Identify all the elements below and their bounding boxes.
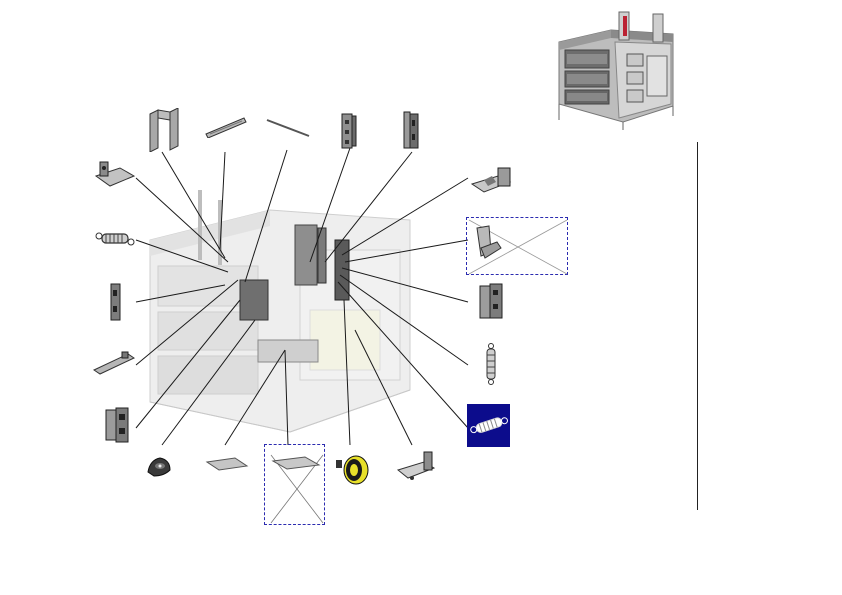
- mount-plate-left[interactable]: [94, 160, 136, 190]
- spring-icon: [486, 343, 496, 385]
- roller-icon: [336, 455, 369, 485]
- spring-selected[interactable]: [467, 404, 510, 447]
- cabinet-thumbnail[interactable]: [553, 8, 681, 133]
- placeholder-cross-icon: [468, 219, 568, 275]
- placeholder-cross-icon: [270, 454, 324, 524]
- hinge-bracket-b[interactable]: [402, 110, 420, 150]
- rod-icon: [266, 119, 310, 137]
- cam-knob[interactable]: [146, 456, 172, 478]
- bracket-placeholder-right[interactable]: [466, 217, 568, 275]
- hinge-icon: [105, 407, 129, 443]
- hinge-icon: [403, 111, 419, 149]
- plate-placeholder[interactable]: [264, 444, 325, 525]
- rail-short[interactable]: [204, 116, 248, 138]
- rod-thin[interactable]: [265, 118, 311, 138]
- spring-icon: [470, 417, 508, 434]
- cabinet-thumbnail-icon: [553, 8, 681, 133]
- hinge-icon: [341, 113, 357, 149]
- spring-right[interactable]: [484, 343, 498, 385]
- corner-bracket-right[interactable]: [470, 166, 514, 196]
- plate-icon: [94, 161, 136, 187]
- clip-icon: [110, 283, 121, 321]
- bracket-icon: [396, 451, 436, 480]
- hinge-bracket-c[interactable]: [104, 406, 130, 444]
- divider-line: [697, 142, 698, 510]
- hinge-bracket-right[interactable]: [478, 282, 504, 320]
- rail-icon: [205, 117, 247, 138]
- bracket-u-channel[interactable]: [148, 108, 180, 152]
- mount-bracket-bottom[interactable]: [396, 450, 436, 482]
- u-channel-icon: [149, 108, 179, 152]
- hinge-icon: [479, 283, 503, 319]
- cabinet-assembly-icon: [149, 190, 411, 433]
- hinge-bracket-a[interactable]: [340, 112, 358, 150]
- spring-icon: [95, 232, 135, 246]
- flat-plate[interactable]: [205, 456, 249, 472]
- plate-icon: [205, 457, 249, 471]
- rail-icon: [92, 351, 136, 375]
- ghost-assembly[interactable]: [140, 170, 430, 440]
- roller-spool[interactable]: [334, 454, 370, 486]
- knob-icon: [147, 457, 171, 477]
- bracket-icon: [470, 167, 512, 193]
- rail-lower-left[interactable]: [92, 350, 136, 376]
- clip-left[interactable]: [108, 282, 124, 322]
- spring-left[interactable]: [94, 228, 136, 250]
